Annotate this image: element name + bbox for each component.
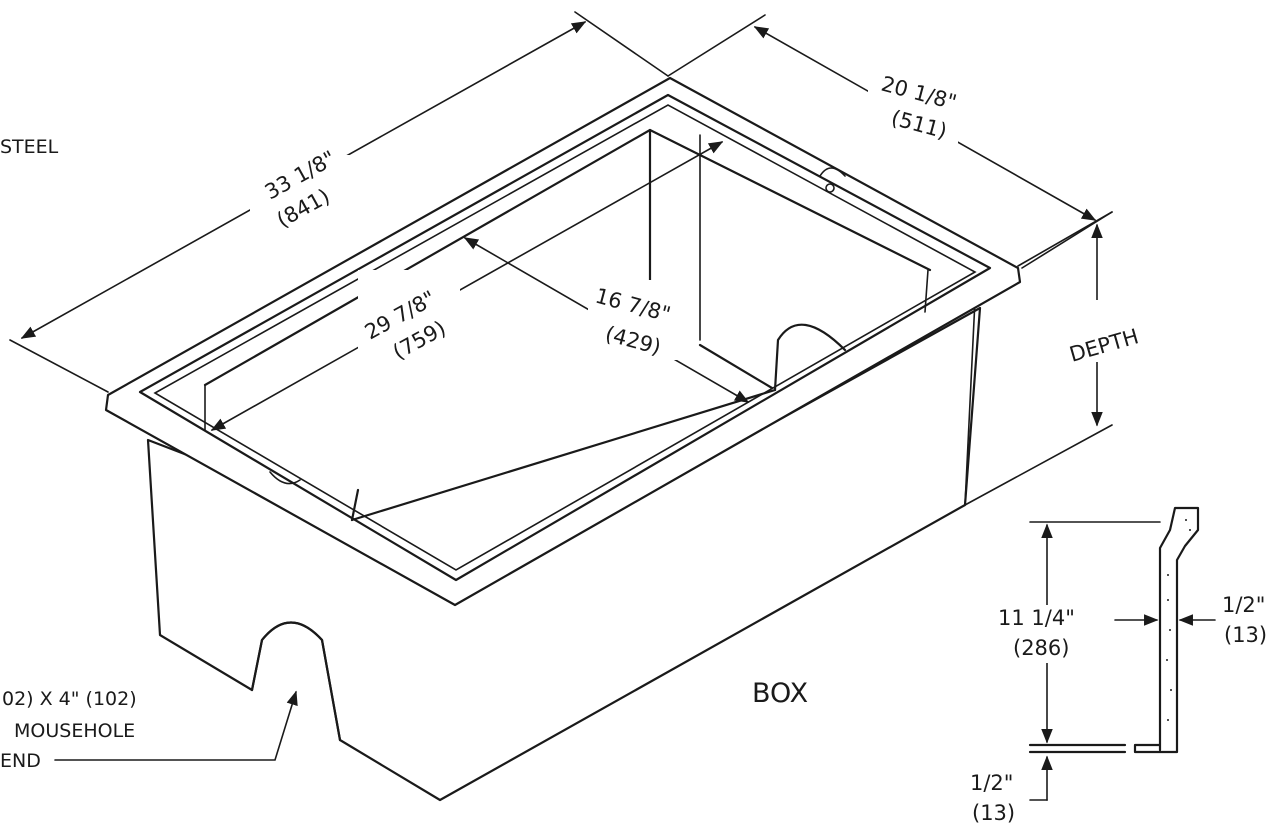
mousehole-callout: 02) X 4" (102) MOUSEHOLE END bbox=[0, 688, 298, 772]
section-wall-label: 1/2" bbox=[1222, 593, 1265, 617]
section-height-label: 11 1/4" bbox=[998, 606, 1075, 630]
section-wall-mm: (13) bbox=[1224, 623, 1267, 647]
material-label: STEEL bbox=[0, 136, 59, 158]
mousehole-label: MOUSEHOLE bbox=[14, 720, 135, 742]
drawing-title: BOX bbox=[752, 678, 808, 709]
dim-inner-width: 16 7/8" (429) bbox=[463, 237, 750, 403]
box-body bbox=[146, 299, 982, 802]
dim-depth: DEPTH bbox=[964, 211, 1141, 506]
dim-outer-width: 20 1/8" (511) bbox=[667, 14, 1113, 267]
mousehole-end: END bbox=[0, 750, 41, 772]
section-base-mm: (13) bbox=[972, 801, 1015, 825]
section-base-label: 1/2" bbox=[970, 771, 1013, 795]
section-height-mm: (286) bbox=[1013, 636, 1069, 660]
section-detail: 11 1/4" (286) 1/2" (13) 1/2" (13) bbox=[970, 506, 1267, 825]
mousehole-size: 02) X 4" (102) bbox=[2, 688, 137, 710]
